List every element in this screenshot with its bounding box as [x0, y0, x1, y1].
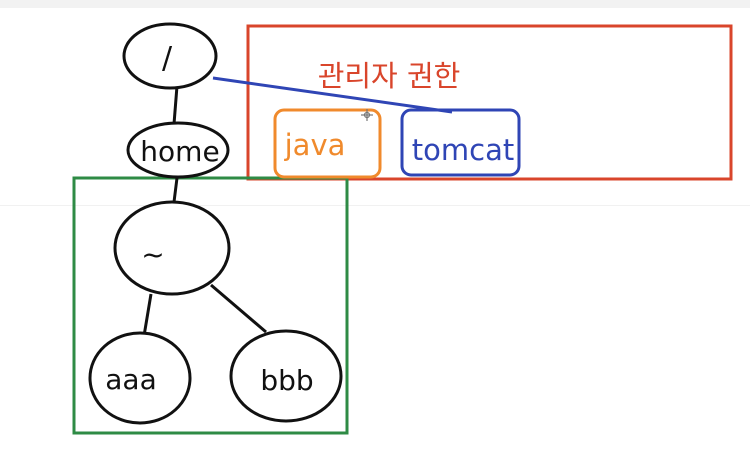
node-aaa: [88, 331, 192, 425]
node-home: [126, 121, 230, 179]
node-home-label: home: [140, 135, 219, 168]
node-tilde-label: ~: [141, 238, 164, 271]
tomcat-label: tomcat: [412, 133, 514, 167]
node-bbb-label: bbb: [260, 364, 313, 397]
admin-permission-box: [246, 24, 733, 181]
edge-tilde-bbb: [210, 283, 267, 334]
background-divider: [0, 205, 750, 206]
node-tilde: [113, 200, 231, 296]
edge-root-home: [172, 85, 179, 125]
admin-permission-label: 관리자 권한: [318, 59, 461, 93]
top-strip: [0, 0, 750, 8]
node-root: [122, 22, 218, 90]
java-box: [273, 108, 382, 179]
home-directory-box: [72, 176, 349, 435]
node-root-label: /: [162, 41, 173, 76]
tomcat-box: [400, 108, 521, 177]
node-aaa-label: aaa: [105, 363, 156, 396]
cursor-crosshair-icon: [361, 109, 373, 121]
edge-home-tilde: [172, 177, 179, 203]
edge-tilde-aaa: [142, 293, 153, 337]
java-label: java: [284, 128, 346, 162]
link-root-tomcat: [212, 76, 453, 114]
node-bbb: [229, 329, 343, 423]
